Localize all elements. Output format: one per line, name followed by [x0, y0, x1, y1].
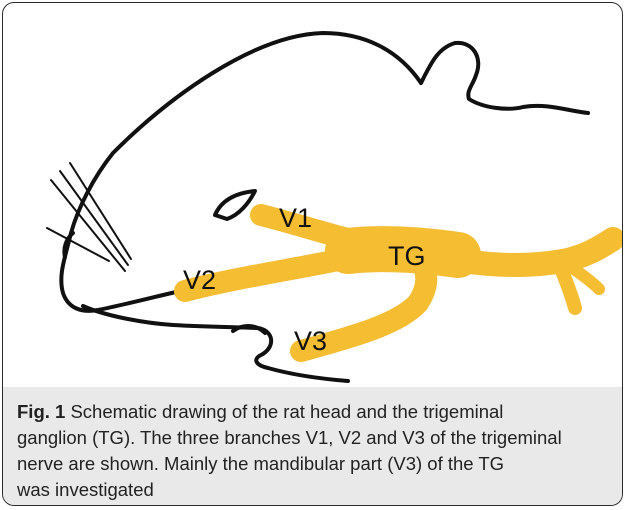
- caption-line-1: Fig. 1 Schematic drawing of the rat head…: [17, 399, 616, 425]
- figure-frame: V1 V2 V3 TG Fig. 1 Schematic drawing of …: [2, 2, 623, 506]
- caption-line-2: ganglion (TG). The three branches V1, V2…: [17, 425, 616, 451]
- figure-caption: Fig. 1 Schematic drawing of the rat head…: [3, 387, 623, 506]
- v3-label: V3: [294, 326, 327, 356]
- caption-line-4: was investigated: [17, 477, 616, 503]
- trigeminal-nerve: [185, 215, 613, 351]
- caption-line-3: nerve are shown. Mainly the mandibular p…: [17, 451, 616, 477]
- tg-label: TG: [388, 241, 426, 271]
- eye-outline: [215, 191, 255, 219]
- rat-head-diagram: V1 V2 V3 TG: [3, 3, 623, 383]
- ear-outline: [421, 43, 588, 113]
- v1-label: V1: [279, 203, 312, 233]
- v2-label: V2: [183, 265, 216, 295]
- caption-label: Fig. 1: [17, 401, 65, 422]
- whiskers: [47, 163, 131, 271]
